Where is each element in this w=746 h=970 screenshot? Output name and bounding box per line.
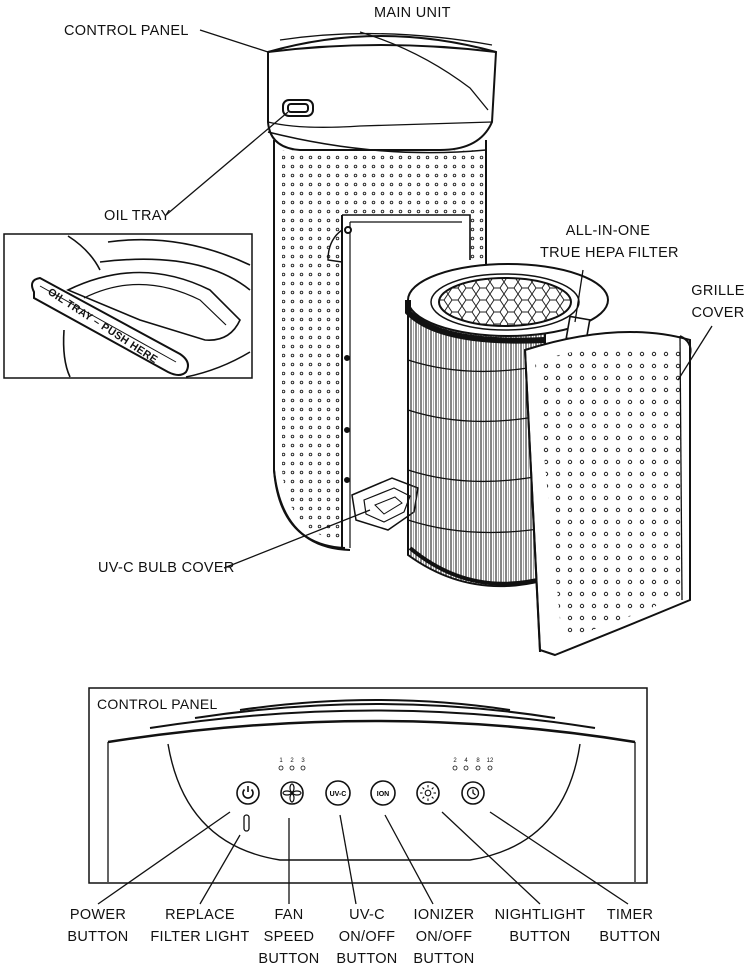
callout-replace-line-2: FILTER LIGHT	[150, 929, 250, 945]
fan-level-1: 1	[279, 758, 283, 764]
timer-level-12: 12	[487, 758, 494, 764]
callout-uvc-line-3: BUTTON	[336, 951, 398, 967]
timer-button-shape[interactable]	[461, 781, 485, 805]
callout-fan-line-2: SPEED	[263, 929, 315, 945]
callout-fan-line-3: BUTTON	[258, 951, 320, 967]
fan-level-2: 2	[290, 758, 294, 764]
callout-nightlight-button: NIGHTLIGHT BUTTON	[490, 904, 590, 948]
label-oil-tray: OIL TRAY	[104, 208, 171, 224]
callout-nightlight-line-1: NIGHTLIGHT	[494, 907, 586, 923]
callout-nightlight-line-2: BUTTON	[509, 929, 571, 945]
timer-icon	[466, 786, 480, 800]
callout-uvc-button: UV-C ON/OFF BUTTON	[326, 904, 408, 970]
callout-timer-button: TIMER BUTTON	[592, 904, 668, 948]
power-icon	[242, 786, 254, 799]
label-control-panel: CONTROL PANEL	[64, 23, 189, 39]
label-hepa-line-1: ALL-IN-ONE	[565, 223, 651, 239]
label-hepa-line-2: TRUE HEPA FILTER	[540, 245, 679, 261]
timer-level-2: 2	[453, 758, 457, 764]
callout-power-line-1: POWER	[69, 907, 127, 923]
uvc-button-label: UV-C	[330, 791, 347, 798]
oil-tray-inset	[3, 233, 253, 379]
callout-ionizer-button: IONIZER ON/OFF BUTTON	[402, 904, 486, 970]
callout-timer-line-2: BUTTON	[599, 929, 661, 945]
panel-level-numbers: 1 2 3 2 4 8 12	[279, 758, 494, 764]
callout-power-line-2: BUTTON	[67, 929, 129, 945]
callout-ionizer-line-2: ON/OFF	[415, 929, 473, 945]
label-uvc-bulb-cover: UV-C BULB COVER	[98, 560, 235, 576]
label-main-unit: MAIN UNIT	[374, 5, 451, 21]
callout-uvc-line-2: ON/OFF	[338, 929, 396, 945]
callout-fan-speed-button: FAN SPEED BUTTON	[254, 904, 324, 970]
timer-level-8: 8	[476, 758, 480, 764]
ion-button-shape[interactable]	[370, 780, 396, 806]
label-grille-cover: GRILLE COVER	[690, 280, 746, 324]
fan-icon	[282, 783, 302, 803]
label-hepa-filter: ALL-IN-ONE TRUE HEPA FILTER	[540, 220, 679, 264]
nightlight-button-shape[interactable]	[416, 781, 440, 805]
grille-cover-drawing	[523, 331, 692, 657]
main-unit-drawing	[267, 31, 498, 551]
callout-ionizer-line-1: IONIZER	[413, 907, 475, 923]
callout-replace-line-1: REPLACE	[165, 907, 235, 923]
control-panel-frame	[88, 687, 648, 884]
fan-level-3: 3	[301, 758, 305, 764]
callout-fan-line-1: FAN	[274, 907, 304, 923]
timer-level-4: 4	[464, 758, 468, 764]
callout-timer-line-1: TIMER	[606, 907, 654, 923]
label-grille-line-1: GRILLE	[691, 283, 745, 299]
nightlight-icon	[420, 785, 436, 801]
callout-uvc-line-1: UV-C	[349, 907, 385, 923]
fan-button-shape[interactable]	[280, 781, 304, 805]
callout-ionizer-line-3: BUTTON	[413, 951, 475, 967]
label-grille-line-2: COVER	[691, 305, 745, 321]
panel-title: CONTROL PANEL	[97, 696, 218, 712]
power-button-shape[interactable]	[236, 781, 260, 805]
hepa-filter-drawing	[405, 263, 609, 588]
callout-replace-filter-light: REPLACE FILTER LIGHT	[145, 904, 255, 948]
ion-button-label: ION	[377, 791, 389, 798]
leader-lines	[97, 29, 713, 905]
callout-power-button: POWER BUTTON	[50, 904, 146, 948]
uvc-button-shape[interactable]	[325, 780, 351, 806]
